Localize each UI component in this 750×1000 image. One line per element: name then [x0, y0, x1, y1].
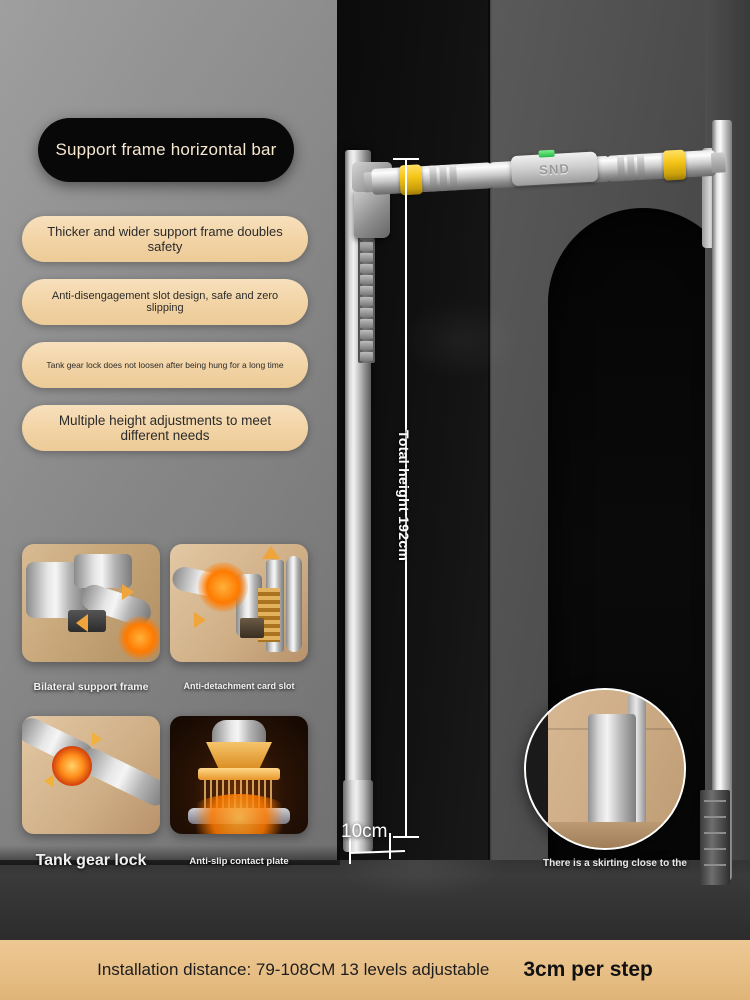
skirting-detail-inset	[524, 688, 686, 850]
thumbnail-bilateral-support-frame	[22, 544, 160, 662]
yellow-lock-collar-left	[399, 164, 423, 196]
width-dimension-right-tick	[389, 833, 391, 859]
feature-pill-3: Tank gear lock does not loosen after bei…	[22, 342, 308, 388]
right-post-foot	[700, 790, 730, 885]
brand-plate: SND	[510, 151, 599, 187]
feature-text-2: Anti-disengagement slot design, safe and…	[51, 290, 279, 314]
feature-text-3: Tank gear lock does not loosen after bei…	[46, 360, 284, 370]
feature-pill-1: Thicker and wider support frame doubles …	[22, 216, 308, 262]
thumbnail-anti-slip-contact-plate	[170, 716, 308, 834]
brand-logo: SND	[538, 160, 571, 178]
height-dimension-bottom-tick	[393, 836, 419, 838]
thumbnail-caption-3: Tank gear lock	[35, 852, 147, 869]
title-pill: Support frame horizontal bar	[38, 118, 294, 182]
wall-base-shadow	[0, 845, 340, 865]
thumbnail-caption-2: Anti-detachment card slot	[183, 681, 295, 691]
left-post-foot	[343, 780, 373, 852]
yellow-lock-collar-right	[662, 149, 687, 181]
feature-text-1: Thicker and wider support frame doubles …	[47, 224, 283, 254]
right-vertical-post	[712, 120, 732, 880]
thumbnail-anti-detachment-card-slot	[170, 544, 308, 662]
height-adjustment-rack	[358, 218, 375, 363]
thumbnail-tank-gear-lock	[22, 716, 160, 834]
step-increment-text: 3cm per step	[523, 958, 653, 981]
title-text: Support frame horizontal bar	[55, 140, 277, 159]
height-dimension-line	[405, 158, 407, 838]
wall-shadow	[400, 300, 520, 380]
left-bar-bracket	[354, 188, 390, 238]
installation-distance-text: Installation distance: 79-108CM 13 level…	[97, 960, 490, 979]
total-height-label: Total height 192cm	[396, 430, 412, 562]
thumbnail-caption-4: Anti-slip contact plate	[189, 856, 289, 867]
feature-pill-2: Anti-disengagement slot design, safe and…	[22, 279, 308, 325]
level-indicator	[538, 149, 555, 158]
bottom-banner: Installation distance: 79-108CM 13 level…	[0, 940, 750, 1000]
feature-text-4: Multiple height adjustments to meet diff…	[58, 413, 272, 443]
thumbnail-caption-1: Bilateral support frame	[33, 681, 149, 693]
feature-pill-4: Multiple height adjustments to meet diff…	[22, 405, 308, 451]
width-label: 10cm	[341, 821, 388, 842]
floor	[0, 860, 750, 940]
skirting-caption: There is a skirting close to the	[543, 858, 687, 869]
